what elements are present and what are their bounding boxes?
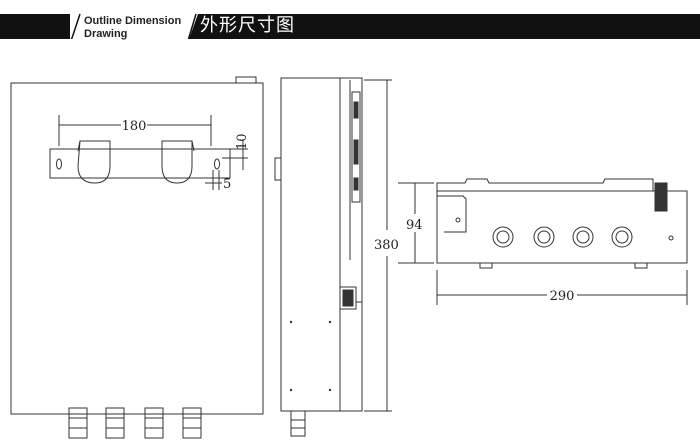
dim-front-bracket-height: 10 xyxy=(235,133,250,150)
header-banner xyxy=(0,0,700,39)
front-view-mount-right xyxy=(161,140,193,184)
side-view-enclosure xyxy=(280,77,363,412)
front-view-bracket xyxy=(49,148,231,179)
side-view xyxy=(274,77,392,437)
front-view xyxy=(10,76,264,439)
header-banner-shape xyxy=(0,13,700,39)
front-view-top-tab xyxy=(235,76,257,84)
dim-top-depth: 94 xyxy=(406,218,423,233)
top-view-enclosure xyxy=(436,190,688,264)
top-view xyxy=(398,178,688,305)
front-view-mount-left xyxy=(77,140,111,184)
dim-top-width: 290 xyxy=(550,289,575,304)
front-view-enclosure xyxy=(10,82,264,415)
dim-front-width: 180 xyxy=(122,119,147,134)
front-view-glands xyxy=(68,407,202,439)
top-view-glands xyxy=(492,226,633,248)
dim-front-bracket-offset: 5 xyxy=(223,177,231,192)
title-english: Outline Dimension Drawing xyxy=(84,15,181,41)
dim-side-height: 380 xyxy=(374,238,399,253)
title-english-line2: Drawing xyxy=(84,28,128,40)
front-view-slot-right xyxy=(214,158,220,170)
title-chinese: 外形尺寸图 xyxy=(200,15,295,36)
title-english-line1: Outline Dimension xyxy=(84,15,182,27)
front-view-slot-left xyxy=(56,158,62,170)
side-view-gland xyxy=(290,410,306,437)
